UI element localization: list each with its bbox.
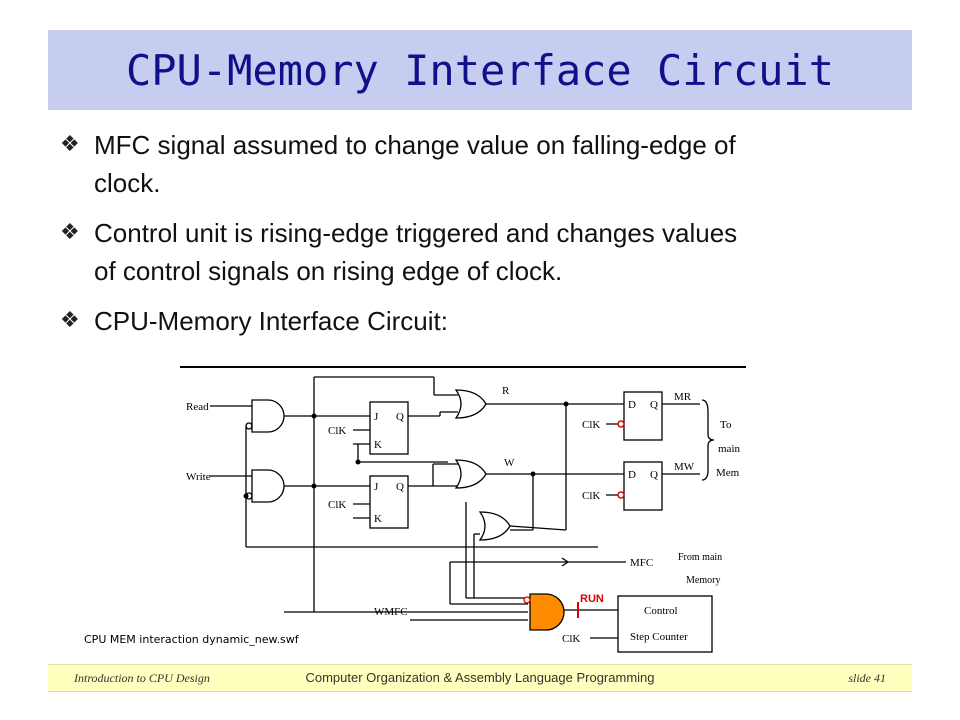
bullet-text: Control unit is rising-edge triggered an… (94, 214, 737, 290)
label-k2: K (374, 513, 382, 525)
label-j2: J (374, 481, 379, 493)
bullet-text: CPU-Memory Interface Circuit: (94, 302, 448, 340)
label-mr: MR (674, 391, 692, 403)
or-gate-r (454, 389, 487, 419)
diamond-bullet-icon: ❖ (60, 132, 80, 157)
label-step-counter: Step Counter (630, 631, 688, 643)
label-dq2: Q (650, 469, 658, 481)
circuit-diagram: Read Write ClK ClK ClK ClK ClK J Q K J Q… (180, 366, 746, 653)
footer-bar: Introduction to CPU Design Computer Orga… (48, 664, 912, 692)
brace-icon (701, 399, 715, 481)
label-write: Write (186, 471, 211, 483)
label-clk-d2: ClK (582, 490, 600, 502)
label-wmfc: WMFC (374, 606, 408, 618)
bullet-list: ❖ MFC signal assumed to change value on … (60, 126, 900, 352)
control-step-counter (617, 595, 713, 653)
label-clk-jk2: ClK (328, 499, 346, 511)
label-q2: Q (396, 481, 404, 493)
label-d2: D (628, 469, 636, 481)
label-r: R (502, 385, 510, 397)
jk-flipflop-1 (369, 401, 409, 455)
d-flipflop-mr (623, 391, 663, 441)
diamond-bullet-icon: ❖ (60, 308, 80, 333)
footer-slide-number: slide 41 (848, 671, 886, 685)
bullet-text: MFC signal assumed to change value on fa… (94, 126, 736, 202)
label-mem: Mem (716, 467, 740, 479)
bullet-line: of control signals on rising edge of clo… (94, 256, 563, 286)
run-and-gate (529, 593, 565, 631)
footer-center-text: Computer Organization & Assembly Languag… (305, 670, 655, 685)
bullet-line: clock. (94, 168, 161, 198)
label-clk-d1: ClK (582, 419, 600, 431)
label-q1: Q (396, 411, 404, 423)
label-mfc: MFC (630, 557, 653, 569)
bullet-line: CPU-Memory Interface Circuit: (94, 306, 448, 336)
label-memory: Memory (686, 575, 720, 586)
bullet-line: Control unit is rising-edge triggered an… (94, 218, 738, 248)
and-gate-read (251, 399, 285, 433)
label-j1: J (374, 411, 379, 423)
label-dq1: Q (650, 399, 658, 411)
label-read: Read (186, 401, 209, 413)
or-gate-wmfc (478, 511, 511, 541)
label-run: RUN (580, 593, 604, 605)
title-bar: CPU-Memory Interface Circuit (48, 30, 912, 110)
jk-flipflop-2 (369, 475, 409, 529)
or-gate-w (454, 459, 487, 489)
label-main: main (718, 443, 740, 455)
footer-left-text: Introduction to CPU Design (74, 671, 210, 685)
bullet-item: ❖ CPU-Memory Interface Circuit: (60, 302, 900, 340)
slide-title: CPU-Memory Interface Circuit (125, 45, 834, 95)
label-to: To (720, 419, 732, 431)
bullet-line: MFC signal assumed to change value on fa… (94, 130, 736, 160)
label-clk-jk1: ClK (328, 425, 346, 437)
bullet-item: ❖ Control unit is rising-edge triggered … (60, 214, 900, 290)
label-control: Control (644, 605, 678, 617)
label-w: W (504, 457, 515, 469)
label-k1: K (374, 439, 382, 451)
label-d1: D (628, 399, 636, 411)
mfc-arrow-icon (561, 557, 569, 567)
swf-filename-label[interactable]: CPU MEM interaction dynamic_new.swf (84, 633, 299, 646)
bullet-item: ❖ MFC signal assumed to change value on … (60, 126, 900, 202)
label-mw: MW (674, 461, 695, 473)
d-flipflop-mw (623, 461, 663, 511)
and-gate-write (251, 469, 285, 503)
diamond-bullet-icon: ❖ (60, 220, 80, 245)
label-from-main: From main (678, 552, 722, 563)
label-clk-control: ClK (562, 633, 580, 645)
